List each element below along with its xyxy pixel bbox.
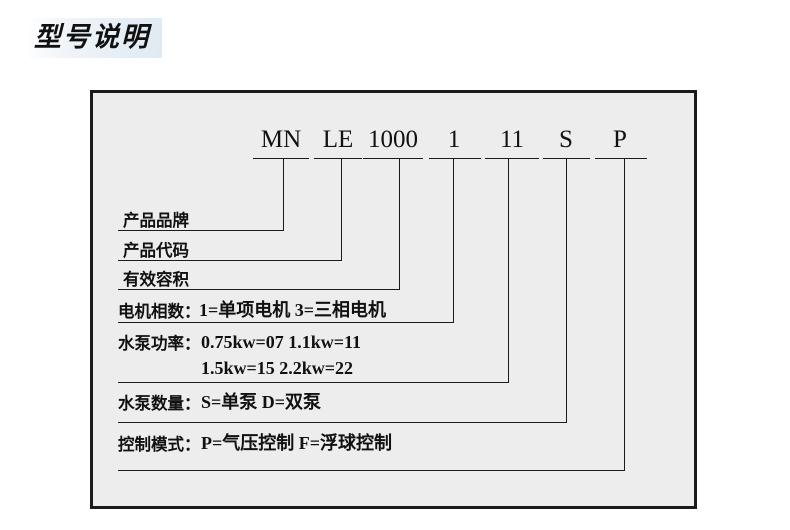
connector-vertical-control-mode — [624, 158, 625, 470]
legend-detail-pump-count: S=单泵 D=双泵 — [201, 392, 322, 412]
legend-detail-power-line2: 1.5kw=15 2.2kw=22 — [201, 358, 354, 378]
code-rule-power — [485, 158, 539, 159]
legend-label-phase: 电机相数： — [118, 302, 201, 321]
connector-vertical-pump-count — [566, 158, 567, 422]
connector-vertical-power — [508, 158, 509, 382]
legend-rule-product-code — [118, 260, 342, 261]
diagram-canvas: MN LE 1000 1 11 S P 产品品牌 产品代码 有效容积 电机相数 — [93, 93, 694, 506]
code-rule-phase — [429, 158, 481, 159]
legend-rule-control-mode — [118, 470, 625, 471]
page-title: 型号说明 — [34, 22, 150, 53]
legend-label-volume: 有效容积 — [123, 270, 189, 289]
legend-detail-phase: 1=单项电机 3=三相电机 — [199, 300, 387, 320]
legend-label-product-code: 产品代码 — [123, 241, 189, 260]
legend-label-control-mode: 控制模式： — [118, 435, 201, 454]
connector-vertical-phase — [453, 158, 454, 322]
model-code-diagram-panel: MN LE 1000 1 11 S P 产品品牌 产品代码 有效容积 电机相数 — [90, 90, 697, 509]
code-segment-power: 11 — [499, 126, 525, 153]
title-background-band — [28, 18, 162, 58]
legend-rule-power — [118, 382, 509, 383]
code-segment-brand: MN — [260, 126, 302, 153]
legend-rule-brand — [118, 230, 284, 231]
code-segment-product-code: LE — [322, 126, 354, 153]
code-rule-volume — [363, 158, 423, 159]
code-rule-product-code — [314, 158, 362, 159]
code-rule-brand — [253, 158, 309, 159]
connector-vertical-brand — [283, 158, 284, 230]
legend-label-brand: 产品品牌 — [123, 211, 189, 230]
code-segment-control-mode: P — [613, 126, 627, 153]
code-rule-control-mode — [595, 158, 647, 159]
connector-vertical-product-code — [341, 158, 342, 260]
legend-rule-phase — [118, 322, 454, 323]
connector-vertical-volume — [399, 158, 400, 289]
code-segment-volume: 1000 — [368, 126, 418, 153]
code-segment-phase: 1 — [447, 126, 461, 153]
legend-label-pump-count: 水泵数量： — [118, 394, 201, 413]
legend-rule-volume — [118, 289, 400, 290]
legend-rule-pump-count — [118, 422, 567, 423]
legend-label-power: 水泵功率： — [118, 334, 201, 353]
legend-detail-control-mode: P=气压控制 F=浮球控制 — [201, 433, 393, 453]
legend-detail-power-line1: 0.75kw=07 1.1kw=11 — [201, 332, 362, 352]
code-segment-pump-count: S — [559, 126, 573, 153]
